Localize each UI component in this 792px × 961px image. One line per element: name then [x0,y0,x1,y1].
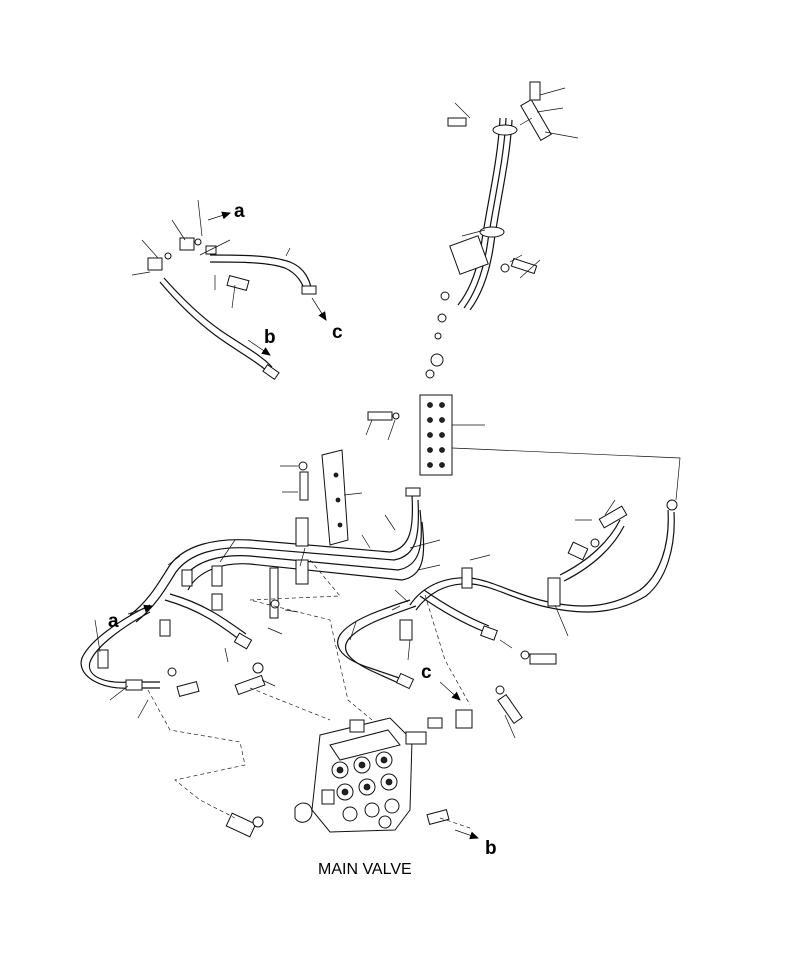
main-valve-block [225,709,473,838]
callout-arrows [127,211,479,840]
fitting-column [365,394,681,511]
callout-a-top: a [234,201,245,222]
callout-c-mid: c [421,662,432,683]
main-valve-caption: MAIN VALVE [318,861,412,878]
upper-hose-bundle [425,81,579,379]
left-loop-hose [80,567,299,719]
main-hose-bundle [129,487,441,637]
callout-c-top: c [332,322,343,343]
right-hose-group [337,499,675,739]
dashed-connections [147,559,471,829]
callout-a-left: a [108,611,119,632]
upright-bracket [280,449,363,546]
callout-b-top: b [264,327,276,348]
left-hose-assembly [131,199,317,380]
callout-b-bottom: b [485,838,497,859]
